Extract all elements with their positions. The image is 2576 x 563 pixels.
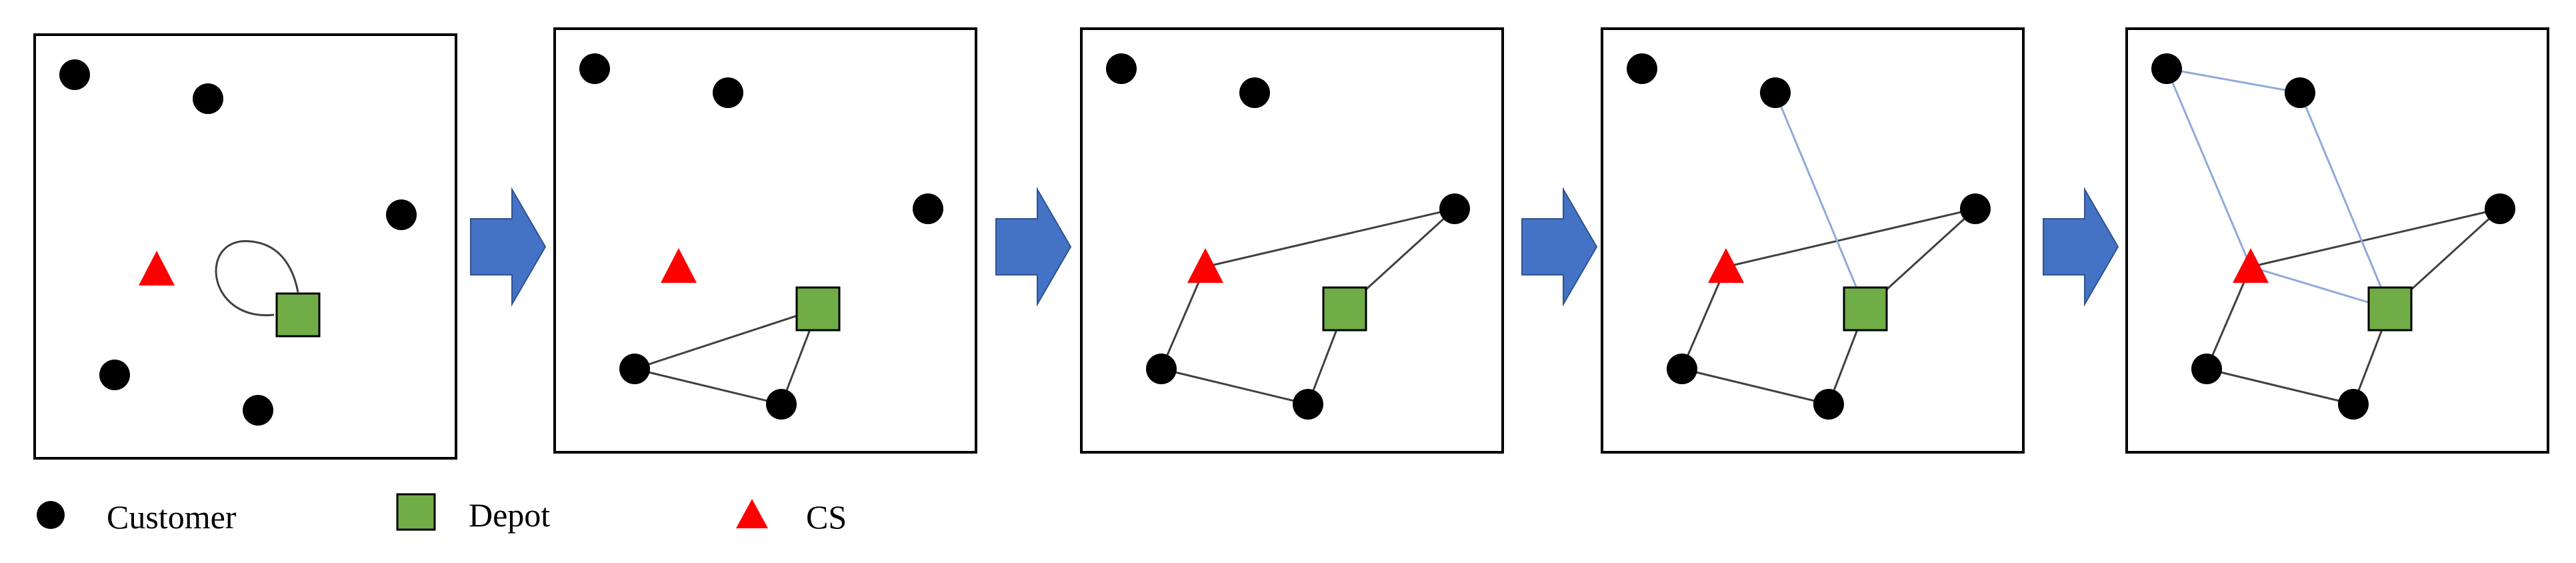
black-route <box>633 308 819 406</box>
customer-icon <box>2285 77 2315 108</box>
customer-icon <box>1239 77 1270 108</box>
cs-icon <box>1708 248 1744 283</box>
customer-icon <box>579 53 610 84</box>
panel-frame <box>1601 27 2025 454</box>
customer-icon <box>913 193 943 224</box>
legend-cs-icon <box>736 499 768 528</box>
depot-icon <box>795 286 841 332</box>
customer-icon <box>2338 389 2369 420</box>
black-route <box>1681 207 1977 406</box>
legend-depot-label: Depot <box>469 496 550 534</box>
customer-icon <box>1667 354 1697 384</box>
customer-icon <box>713 77 743 108</box>
cs-icon <box>1187 248 1223 283</box>
step-arrow-icon <box>2043 187 2119 307</box>
customer-icon <box>1439 193 1470 224</box>
panel-step-2 <box>553 27 977 454</box>
customer-icon <box>1960 193 1991 224</box>
step-arrow-icon <box>1521 187 1598 307</box>
customer-icon <box>1146 354 1177 384</box>
step-arrow-icon <box>470 187 547 307</box>
panel-frame <box>1080 27 1504 454</box>
customer-icon <box>386 199 417 230</box>
legend-cs-label: CS <box>806 498 847 536</box>
panel-frame <box>33 33 457 460</box>
depot-icon <box>1843 286 1888 332</box>
customer-icon <box>1106 53 1137 84</box>
cs-icon <box>661 248 697 283</box>
panel-step-5 <box>2125 27 2549 454</box>
customer-icon <box>2485 193 2515 224</box>
panel-step-4 <box>1601 27 2025 454</box>
customer-icon <box>243 395 273 426</box>
depot-icon <box>2367 286 2413 332</box>
customer-icon <box>1813 389 1844 420</box>
panel-step-1 <box>33 33 457 460</box>
depot-self-loop <box>215 240 299 316</box>
legend-depot-icon <box>396 493 436 531</box>
panel-step-3 <box>1080 27 1504 454</box>
depot-icon <box>1322 286 1367 332</box>
cs-icon <box>2233 248 2269 283</box>
step-arrow-icon <box>995 187 1072 307</box>
panel-frame <box>2125 27 2549 454</box>
customer-icon <box>1760 77 1791 108</box>
customer-icon <box>1293 389 1323 420</box>
black-route <box>1160 207 1456 406</box>
step-arrows <box>470 187 2119 307</box>
legend: Customer Depot CS <box>37 493 847 536</box>
customer-icon <box>619 354 650 384</box>
panels-layer <box>33 27 2549 460</box>
customer-icon <box>193 83 223 114</box>
customer-icon <box>59 59 90 90</box>
legend-customer-label: Customer <box>107 498 237 536</box>
customer-icon <box>766 389 797 420</box>
legend-customer-icon <box>37 501 65 529</box>
cs-icon <box>139 251 175 286</box>
black-route <box>2205 207 2501 406</box>
panel-frame <box>553 27 977 454</box>
customer-icon <box>2151 53 2182 84</box>
customer-icon <box>2191 354 2222 384</box>
customer-icon <box>1627 53 1657 84</box>
customer-icon <box>99 360 130 390</box>
depot-icon <box>275 292 321 338</box>
